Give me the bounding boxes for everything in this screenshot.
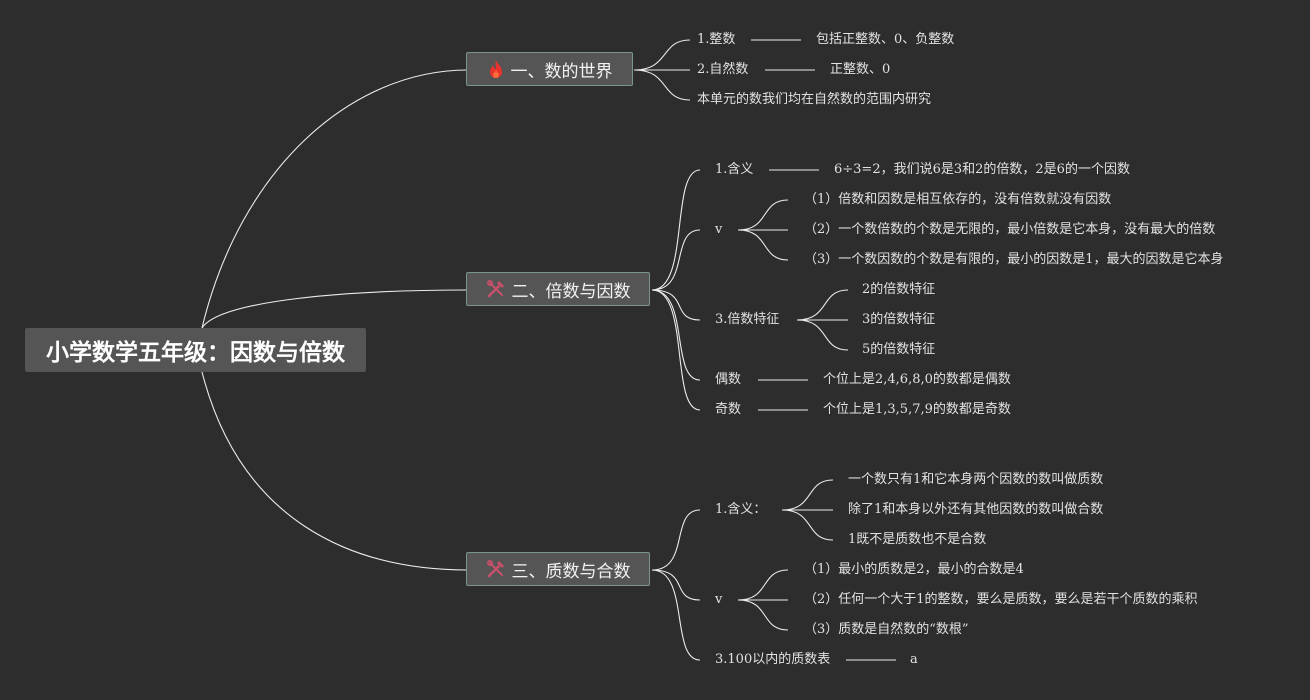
topic-prime-table[interactable]: 3.100以内的质数表 <box>715 652 831 667</box>
topic-prime-table-note[interactable]: a <box>910 652 918 667</box>
branch-title: 二、倍数与因数 <box>511 281 631 302</box>
branch-node-number-world[interactable]: 一、数的世界 <box>466 52 633 86</box>
meaning-item[interactable]: 一个数只有1和它本身两个因数的数叫做质数 <box>848 472 1104 487</box>
branch-node-multiples-factors[interactable]: 二、倍数与因数 <box>466 272 650 306</box>
topic-even[interactable]: 偶数 <box>715 372 742 387</box>
property-item[interactable]: （1）最小的质数是2，最小的合数是4 <box>804 562 1024 577</box>
meaning-item[interactable]: 1既不是质数也不是合数 <box>848 532 987 547</box>
property-item[interactable]: （3）一个数因数的个数是有限的，最小的因数是1，最大的因数是它本身 <box>804 252 1224 267</box>
property-item[interactable]: （2）一个数倍数的个数是无限的，最小倍数是它本身，没有最大的倍数 <box>804 222 1216 237</box>
feature-item[interactable]: 2的倍数特征 <box>862 282 936 297</box>
property-item[interactable]: （3）质数是自然数的“数根” <box>804 622 969 637</box>
topic-odd-note[interactable]: 个位上是1,3,5,7,9的数都是奇数 <box>823 402 1011 417</box>
topic-meaning-note[interactable]: 6÷3=2，我们说6是3和2的倍数，2是6的一个因数 <box>834 162 1130 177</box>
topic-prime-meaning[interactable]: 1.含义： <box>715 502 767 517</box>
topic-meaning[interactable]: 1.含义 <box>715 162 754 177</box>
topic-natural-number[interactable]: 2.自然数 <box>697 62 749 77</box>
topic-unit-scope[interactable]: 本单元的数我们均在自然数的范围内研究 <box>697 92 932 107</box>
feature-item[interactable]: 3的倍数特征 <box>862 312 936 327</box>
feature-item[interactable]: 5的倍数特征 <box>862 342 936 357</box>
topic-prime-properties[interactable]: v <box>715 592 723 607</box>
branch-title: 三、质数与合数 <box>511 561 631 582</box>
branch-title: 一、数的世界 <box>510 61 613 82</box>
topic-integer-note[interactable]: 包括正整数、0、负整数 <box>816 32 955 47</box>
topic-natural-number-note[interactable]: 正整数、0 <box>830 62 891 77</box>
topic-properties[interactable]: v <box>715 222 723 237</box>
root-title: 小学数学五年级：因数与倍数 <box>46 340 345 366</box>
property-item[interactable]: （1）倍数和因数是相互依存的，没有倍数就没有因数 <box>804 192 1112 207</box>
tools-icon <box>486 279 506 299</box>
meaning-item[interactable]: 除了1和本身以外还有其他因数的数叫做合数 <box>848 502 1104 517</box>
root-node[interactable]: 小学数学五年级：因数与倍数 <box>25 328 366 372</box>
topic-multiple-features[interactable]: 3.倍数特征 <box>715 312 780 327</box>
topic-integer[interactable]: 1.整数 <box>697 32 736 47</box>
fire-icon <box>487 59 505 79</box>
tools-icon <box>486 559 506 579</box>
topic-odd[interactable]: 奇数 <box>715 402 742 417</box>
branch-node-prime-composite[interactable]: 三、质数与合数 <box>466 552 650 586</box>
property-item[interactable]: （2）任何一个大于1的整数，要么是质数，要么是若干个质数的乘积 <box>804 592 1198 607</box>
topic-even-note[interactable]: 个位上是2,4,6,8,0的数都是偶数 <box>823 372 1011 387</box>
